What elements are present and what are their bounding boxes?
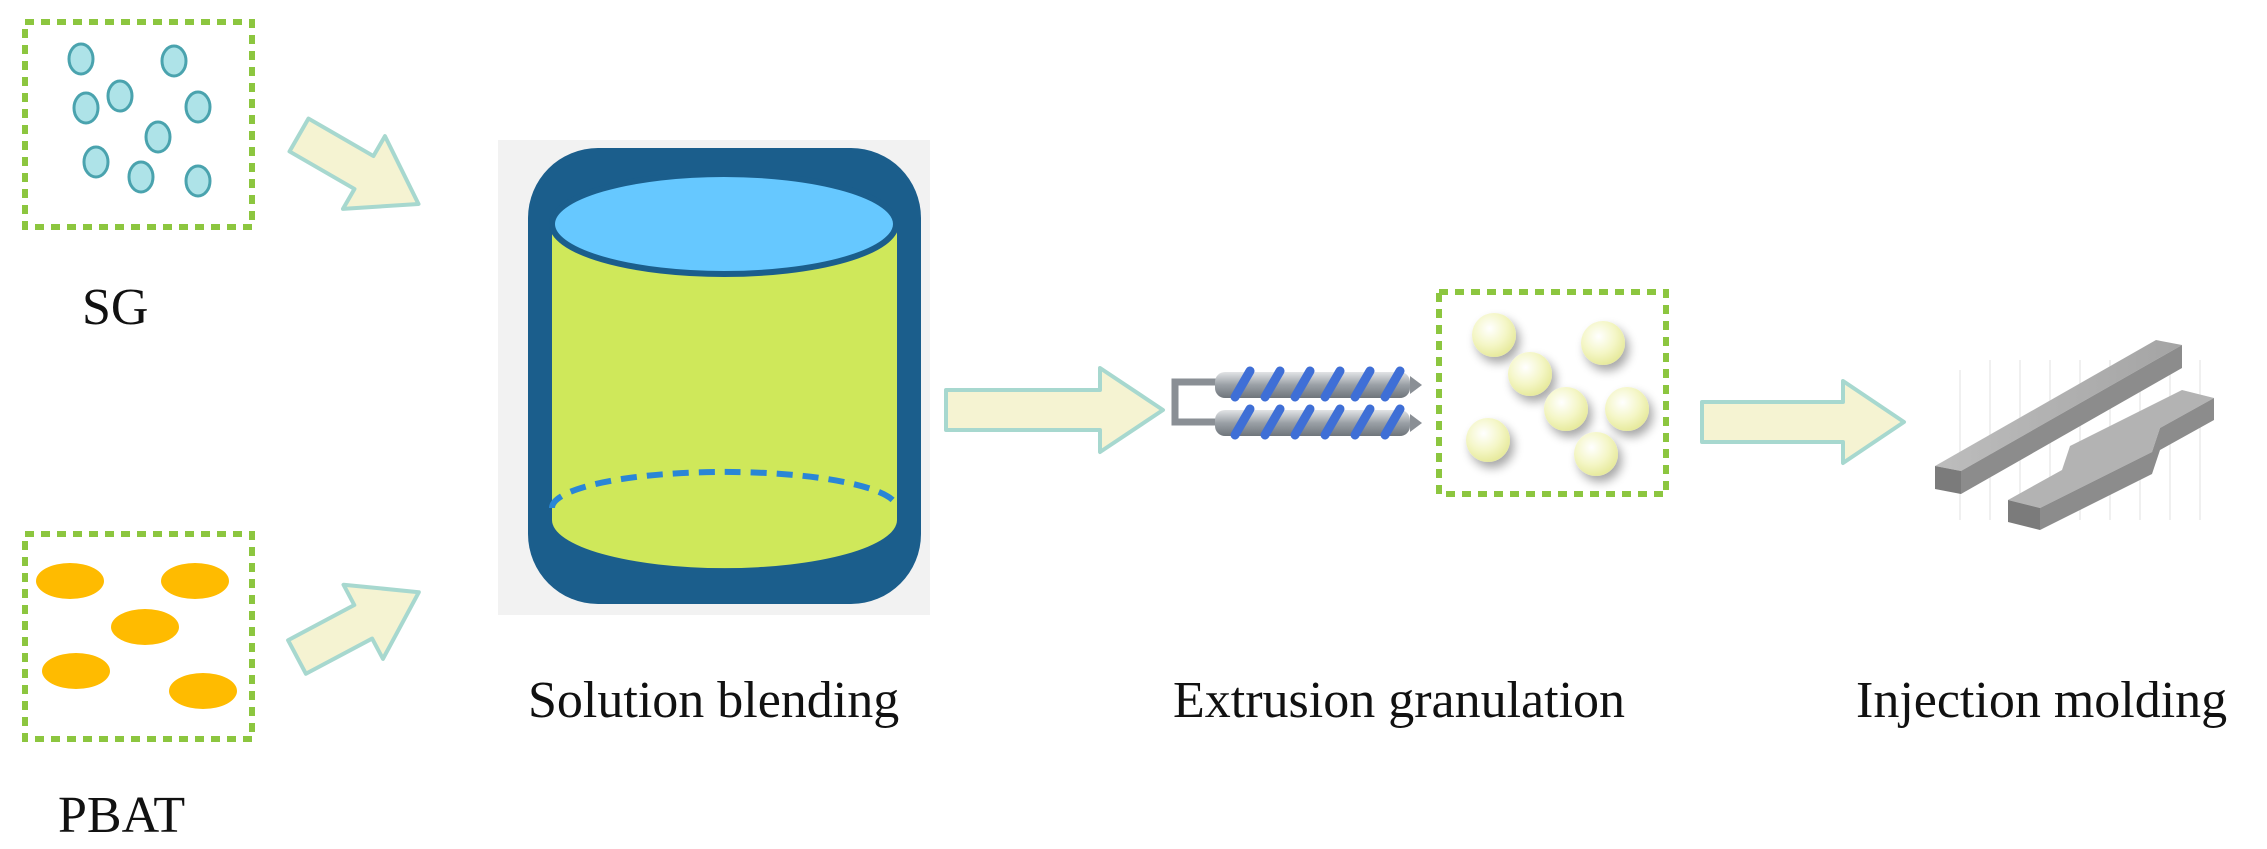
solution-blending-label: Solution blending	[528, 672, 900, 729]
granules-box	[1436, 289, 1669, 497]
sg-label: SG	[82, 279, 149, 336]
sg-particles-box	[22, 19, 255, 230]
extrusion-granulation-label: Extrusion granulation	[1173, 672, 1626, 729]
pbat-pellet-group	[36, 563, 237, 709]
molded-specimens-icon	[1935, 340, 2214, 530]
mixing-tank-icon	[498, 140, 930, 615]
flow-arrow-icon	[287, 116, 421, 211]
pbat-label: PBAT	[58, 787, 186, 844]
flow-arrow-icon	[944, 366, 1165, 454]
flow-arrow-icon	[286, 582, 421, 676]
injection-molding-label: Injection molding	[1856, 672, 2228, 729]
pbat-pellets-box	[22, 531, 255, 742]
twin-screw-extruder-icon	[1171, 366, 1422, 440]
sg-particle-group	[67, 42, 212, 198]
screw-flights	[1230, 366, 1405, 440]
flow-arrow-icon	[1700, 379, 1906, 465]
